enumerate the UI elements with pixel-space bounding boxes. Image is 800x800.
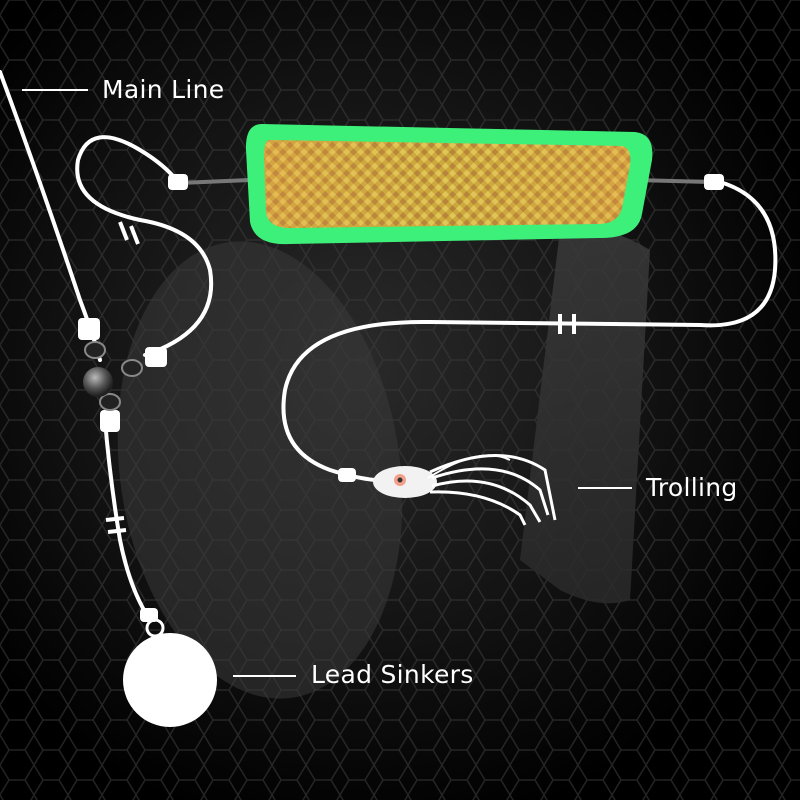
flasher-leader-line xyxy=(75,135,214,357)
three-way-swivel xyxy=(78,318,167,432)
trolling-label: Trolling xyxy=(646,473,738,502)
flasher xyxy=(168,124,724,245)
squid-lure xyxy=(338,454,557,526)
lead-sinkers-label: Lead Sinkers xyxy=(311,660,474,689)
trolling-pointer xyxy=(578,487,632,489)
lead-sinkers-pointer xyxy=(233,675,296,677)
fish-silhouette xyxy=(117,241,403,699)
line-break-marker-2 xyxy=(105,516,127,534)
main-line-pointer xyxy=(22,89,88,91)
line-break-marker-3 xyxy=(558,314,576,334)
line-break-marker-1 xyxy=(118,221,140,245)
main-line-label: Main Line xyxy=(102,75,225,104)
sinker-drop-line xyxy=(103,418,152,622)
lead-sinker xyxy=(123,608,217,727)
lure-leader-line xyxy=(281,180,778,482)
